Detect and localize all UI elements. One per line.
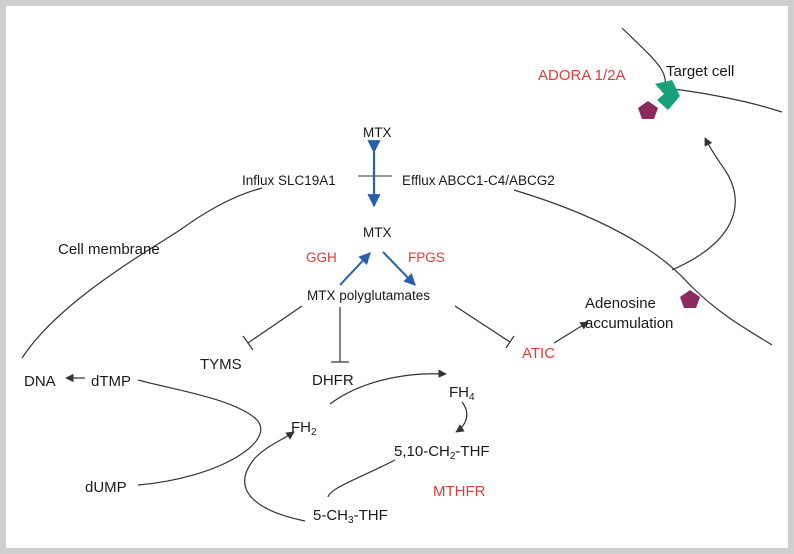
fh4-to-ch2thf-arrow (455, 401, 468, 433)
efflux-label: Efflux ABCC1-C4/ABCG2 (402, 173, 555, 188)
cell-membrane-left (21, 187, 263, 359)
mtx-polyglutamates-label: MTX polyglutamates (307, 288, 431, 303)
mtx-intracellular-label: MTX (363, 225, 392, 240)
fh4-label: FH4 (449, 384, 475, 403)
ch3-thf-label: 5-CH3-THF (313, 507, 388, 526)
tyms-label: TYMS (200, 356, 242, 373)
adora-label: ADORA 1/2A (538, 67, 626, 84)
adenosine-pentagon-icon (680, 290, 700, 308)
atic-inhibition-bar (505, 335, 515, 349)
adora-receptor-icon (655, 80, 680, 110)
target-cell-label: Target cell (666, 63, 735, 80)
mtx-extracellular-label: MTX (363, 125, 392, 140)
ch2thf-to-ch3thf-curve (327, 459, 396, 498)
ggh-arrow (339, 252, 371, 286)
fh2-label: FH2 (291, 419, 317, 438)
cell-membrane-label: Cell membrane (58, 241, 160, 258)
dtmp-label: dTMP (91, 373, 132, 390)
fpgs-label: FPGS (408, 250, 445, 265)
dump-label: dUMP (85, 479, 127, 496)
dump-to-dtmp-curve (137, 379, 262, 486)
tyms-inhibition-bar (242, 335, 254, 351)
atic-to-adenosine-arrow (553, 321, 589, 344)
accumulation-label: accumulation (585, 315, 674, 332)
tyms-inhibition-line (247, 305, 303, 344)
target-cell-membrane-left (621, 27, 667, 89)
dna-label: DNA (24, 373, 56, 390)
adenosine-to-target-arrow (671, 137, 736, 271)
ch2-thf-label: 5,10-CH2-THF (394, 443, 490, 462)
fh2-to-fh4-arrow (329, 369, 447, 405)
ggh-label: GGH (306, 250, 337, 265)
ch3thf-to-fh2-arrow (244, 431, 306, 522)
atic-inhibition-line (454, 305, 511, 343)
influx-label: Influx SLC19A1 (242, 173, 336, 188)
fpgs-arrow (382, 251, 416, 286)
adenosine-label: Adenosine (585, 295, 656, 312)
cell-membrane-right (513, 189, 773, 346)
adenosine-pentagon-icon (638, 101, 658, 119)
dhfr-label: DHFR (312, 372, 354, 389)
target-cell-membrane-right (664, 87, 783, 113)
atic-label: ATIC (522, 345, 556, 362)
mthfr-label: MTHFR (433, 483, 486, 500)
